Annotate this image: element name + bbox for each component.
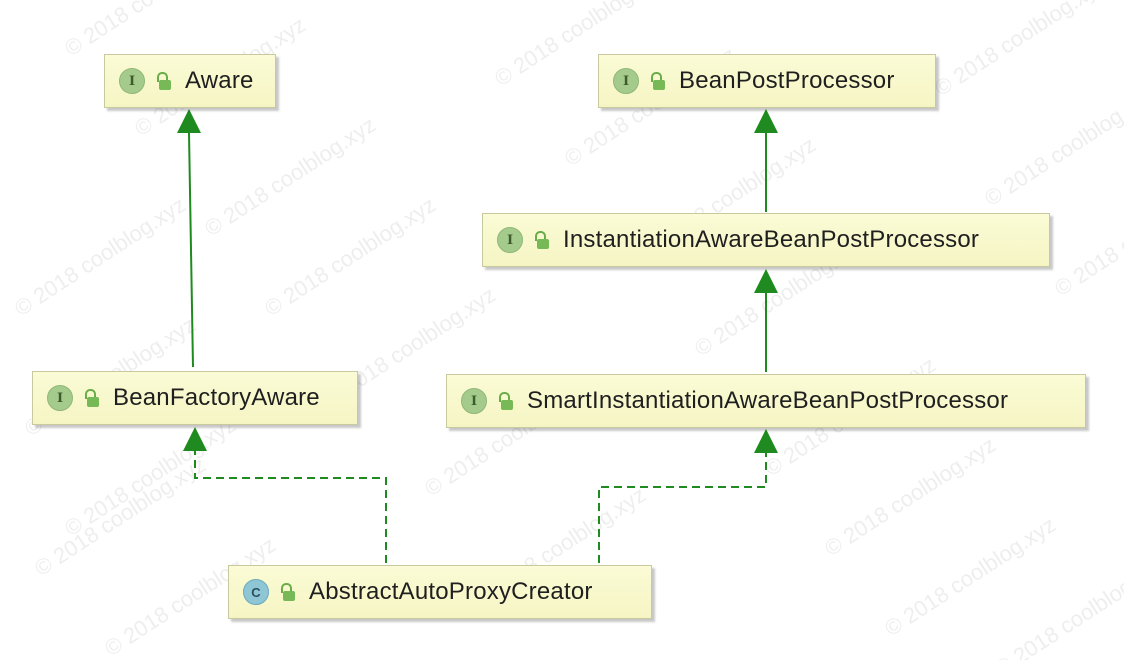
implements-edge — [194, 451, 387, 563]
node-instantiation-aware-bean-post-processor[interactable]: I InstantiationAwareBeanPostProcessor — [482, 213, 1050, 267]
node-label: AbstractAutoProxyCreator — [309, 578, 593, 605]
node-bean-factory-aware[interactable]: I BeanFactoryAware — [32, 371, 358, 425]
class-badge-icon: C — [243, 579, 269, 605]
interface-badge-icon: I — [47, 385, 73, 411]
unlock-icon — [155, 70, 173, 92]
node-aware[interactable]: I Aware — [104, 54, 276, 108]
node-abstract-auto-proxy-creator[interactable]: C AbstractAutoProxyCreator — [228, 565, 652, 619]
arrowhead — [754, 109, 778, 133]
extends-edge — [188, 132, 194, 368]
node-label: InstantiationAwareBeanPostProcessor — [563, 226, 980, 253]
unlock-icon — [279, 581, 297, 603]
arrowhead — [754, 269, 778, 293]
arrowhead — [183, 427, 207, 451]
unlock-icon — [83, 387, 101, 409]
node-label: BeanFactoryAware — [113, 384, 320, 411]
implements-edge — [598, 453, 767, 563]
node-bean-post-processor[interactable]: I BeanPostProcessor — [598, 54, 936, 108]
interface-badge-icon: I — [119, 68, 145, 94]
interface-badge-icon: I — [461, 388, 487, 414]
node-label: SmartInstantiationAwareBeanPostProcessor — [527, 387, 1009, 414]
unlock-icon — [497, 390, 515, 412]
arrowhead — [754, 429, 778, 453]
node-label: Aware — [185, 67, 254, 94]
node-smart-instantiation-aware-bean-post-processor[interactable]: I SmartInstantiationAwareBeanPostProcess… — [446, 374, 1086, 428]
arrowhead — [177, 109, 201, 133]
unlock-icon — [533, 229, 551, 251]
interface-badge-icon: I — [613, 68, 639, 94]
unlock-icon — [649, 70, 667, 92]
node-label: BeanPostProcessor — [679, 67, 895, 94]
interface-badge-icon: I — [497, 227, 523, 253]
